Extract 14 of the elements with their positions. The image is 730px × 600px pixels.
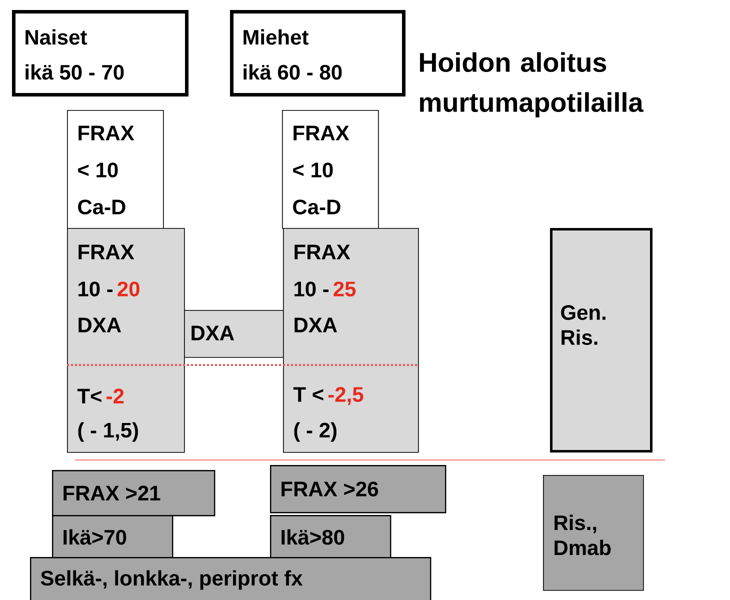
treatment-box: FRAX 10 - 20 DXA T< -2 ( - 1,5) xyxy=(67,228,185,453)
treatment-box: FRAX 10 - 25 DXA T < -2,5 ( - 2) xyxy=(283,228,419,453)
indication-box: FRAX >21 xyxy=(52,470,216,516)
treatment-box: Gen. Ris. xyxy=(550,228,652,452)
criteria-box: FRAX < 10 Ca-D xyxy=(67,110,164,229)
indication-box: Ris., Dmab xyxy=(543,475,644,591)
criteria-box: Miehet ikä 60 - 80 xyxy=(230,10,406,96)
indication-box: Ikä>70 xyxy=(52,515,174,558)
indication-box: Ikä>80 xyxy=(270,515,392,558)
criteria-box: Naiset ikä 50 - 70 xyxy=(12,10,188,96)
indication-box: FRAX >26 xyxy=(270,465,446,514)
treatment-box: DXA xyxy=(184,310,284,358)
title: Hoidon aloitus murtumapotilailla xyxy=(420,52,644,118)
criteria-box: FRAX < 10 Ca-D xyxy=(282,110,379,229)
